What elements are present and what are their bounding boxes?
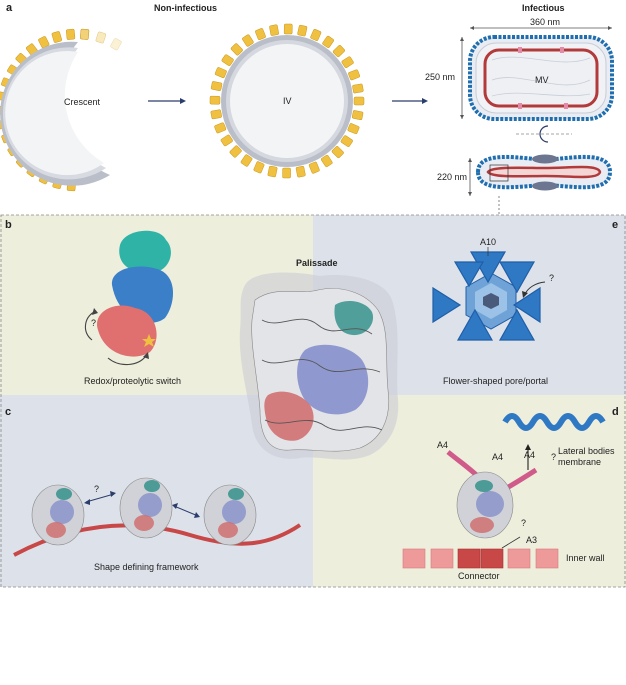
surface-spike bbox=[255, 28, 266, 40]
surface-spike bbox=[215, 67, 227, 78]
surface-spike bbox=[352, 84, 363, 94]
surface-spike bbox=[96, 32, 107, 44]
surface-spike bbox=[269, 25, 279, 36]
surface-spike bbox=[66, 29, 75, 40]
rotation-indicator bbox=[516, 126, 572, 142]
connector-question-mark: ? bbox=[521, 518, 526, 528]
infectious-heading: Infectious bbox=[522, 3, 565, 13]
switch-question-mark: ? bbox=[91, 318, 96, 328]
connector-label: Connector bbox=[458, 571, 500, 581]
surface-spike bbox=[348, 69, 360, 80]
lateral-bodies-label: Lateral bodies bbox=[558, 446, 615, 456]
surface-spike bbox=[210, 96, 220, 104]
membrane-label: membrane bbox=[558, 457, 601, 467]
panel-letter-b: b bbox=[5, 219, 12, 231]
flat-height-label: 220 nm bbox=[437, 172, 467, 182]
surface-spike bbox=[253, 161, 264, 173]
a4-mid-label: A4 bbox=[492, 452, 503, 462]
surface-spike bbox=[110, 38, 122, 51]
surface-spike bbox=[283, 168, 291, 178]
iv-label: IV bbox=[283, 96, 292, 106]
a10-label: A10 bbox=[480, 237, 496, 247]
surface-spike bbox=[310, 29, 321, 41]
mv-side-view bbox=[478, 155, 610, 215]
arrow-crescent-to-iv bbox=[148, 98, 186, 104]
mv-label: MV bbox=[535, 75, 549, 85]
panel-letter-d: d bbox=[612, 406, 619, 418]
surface-spike bbox=[284, 24, 292, 34]
framework-question-mark: ? bbox=[94, 484, 99, 494]
surface-spike bbox=[211, 109, 222, 119]
height-label: 250 nm bbox=[425, 72, 455, 82]
membrane-question-mark: ? bbox=[551, 452, 556, 462]
pore-caption: Flower-shaped pore/portal bbox=[443, 376, 548, 386]
width-label: 360 nm bbox=[530, 17, 560, 27]
panel-letter-c: c bbox=[5, 406, 11, 418]
a4-left-label: A4 bbox=[437, 440, 448, 450]
non-infectious-heading: Non-infectious bbox=[154, 3, 217, 13]
surface-spike bbox=[352, 110, 363, 120]
a3-label: A3 bbox=[526, 535, 537, 545]
surface-spike bbox=[268, 166, 278, 177]
crescent-particle bbox=[0, 29, 122, 191]
panel-letter-e: e bbox=[612, 219, 618, 231]
surface-spike bbox=[211, 81, 222, 91]
switch-caption: Redox/proteolytic switch bbox=[84, 376, 181, 386]
a4-right-label: A4 bbox=[524, 450, 535, 460]
pore-question-mark: ? bbox=[549, 273, 554, 283]
crescent-label: Crescent bbox=[64, 97, 100, 107]
palissade-title: Palissade bbox=[296, 258, 338, 268]
arrow-iv-to-mv bbox=[392, 98, 428, 104]
surface-spike bbox=[347, 123, 359, 134]
inner-wall-label: Inner wall bbox=[566, 553, 605, 563]
surface-spike bbox=[214, 122, 226, 133]
surface-spike bbox=[296, 166, 306, 177]
surface-spike bbox=[309, 161, 320, 173]
surface-spike bbox=[354, 97, 364, 105]
framework-caption: Shape defining framework bbox=[94, 562, 199, 572]
panel-letter-a: a bbox=[6, 2, 12, 14]
surface-spike bbox=[297, 25, 307, 36]
surface-spike bbox=[80, 29, 89, 40]
surface-spike bbox=[52, 31, 62, 43]
palissade-structure bbox=[240, 273, 399, 460]
